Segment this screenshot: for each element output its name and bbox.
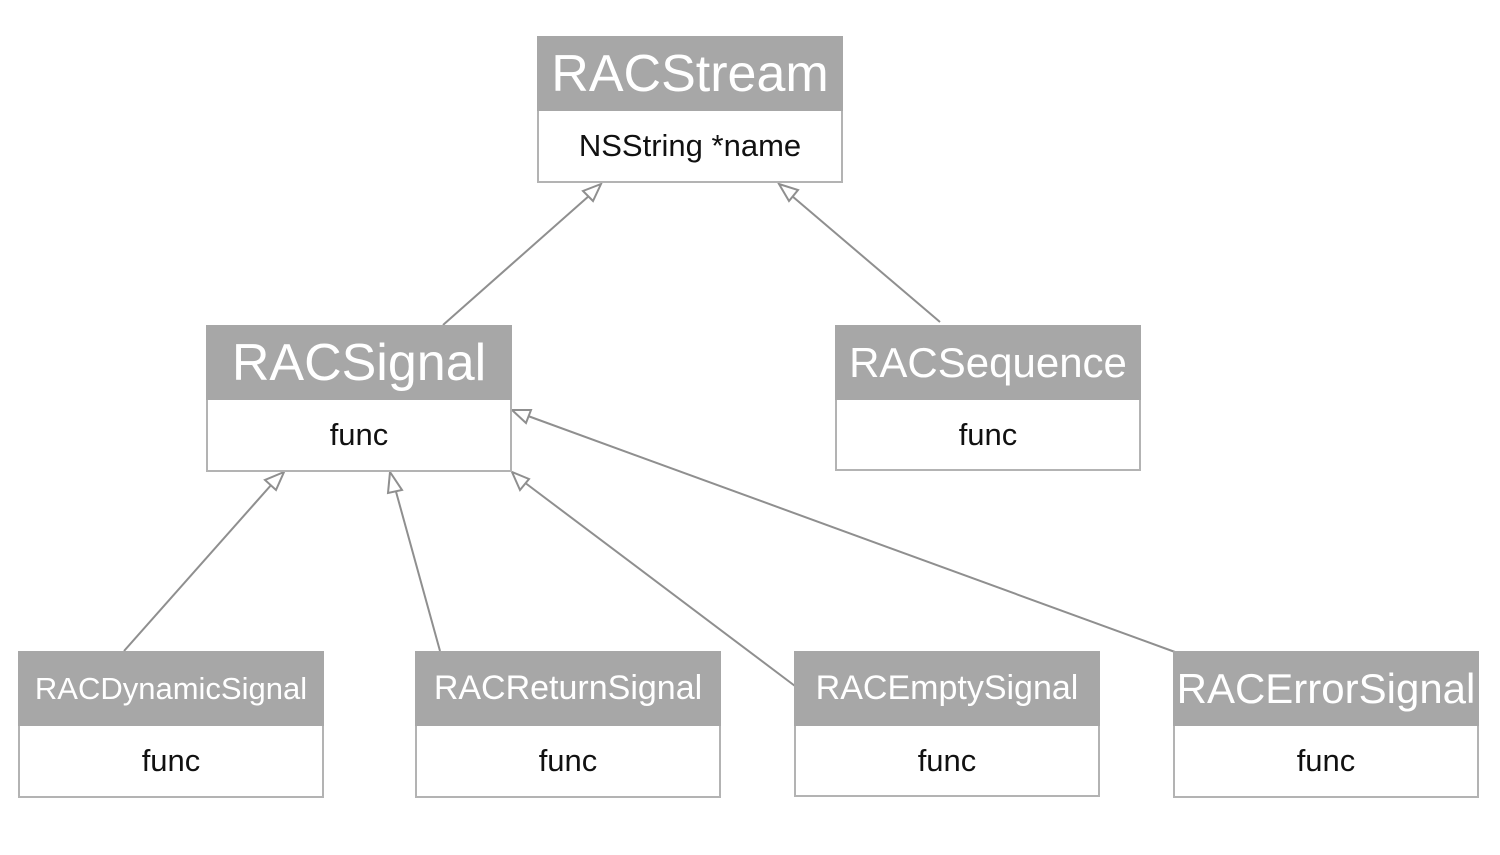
edge-racdynamicsignal-to-racsignal — [123, 483, 273, 652]
class-name: RACStream — [537, 36, 843, 111]
class-racerrorsignal: RACErrorSignal func — [1173, 651, 1479, 798]
class-name: RACEmptySignal — [794, 651, 1100, 726]
edge-racerrorsignal-to-racsignal — [527, 415, 1176, 653]
edge-racemptysignal-to-racsignal — [523, 481, 796, 687]
edge-racsignal-to-racstream — [442, 194, 591, 326]
edge-racsequence-to-racstream — [791, 195, 941, 323]
class-member: func — [538, 743, 598, 778]
edge-racreturnsignal-to-racsignal — [394, 487, 441, 652]
class-racemptysignal: RACEmptySignal func — [794, 651, 1100, 797]
inheritance-arrowhead — [386, 469, 404, 495]
inheritance-arrowhead — [263, 470, 286, 492]
class-name: RACDynamicSignal — [18, 651, 324, 726]
inheritance-arrowhead — [510, 470, 531, 492]
class-racsignal: RACSignal func — [206, 325, 512, 472]
class-member: NSString *name — [578, 128, 802, 163]
class-member: func — [917, 742, 977, 778]
class-name: RACReturnSignal — [415, 651, 721, 726]
inheritance-arrowhead — [509, 409, 533, 425]
class-name: RACSignal — [206, 325, 512, 400]
class-member: func — [329, 417, 389, 452]
class-racsequence: RACSequence func — [835, 325, 1141, 471]
inheritance-arrowhead — [581, 182, 603, 203]
class-racreturnsignal: RACReturnSignal func — [415, 651, 721, 798]
class-name: RACErrorSignal — [1173, 651, 1479, 726]
class-member: func — [1296, 743, 1356, 778]
class-name: RACSequence — [835, 325, 1141, 400]
class-racstream: RACStream NSString *name — [537, 36, 843, 183]
class-member: func — [958, 416, 1018, 452]
inheritance-arrowhead — [776, 182, 800, 203]
class-racdynamicsignal: RACDynamicSignal func — [18, 651, 324, 798]
class-member: func — [141, 743, 201, 778]
